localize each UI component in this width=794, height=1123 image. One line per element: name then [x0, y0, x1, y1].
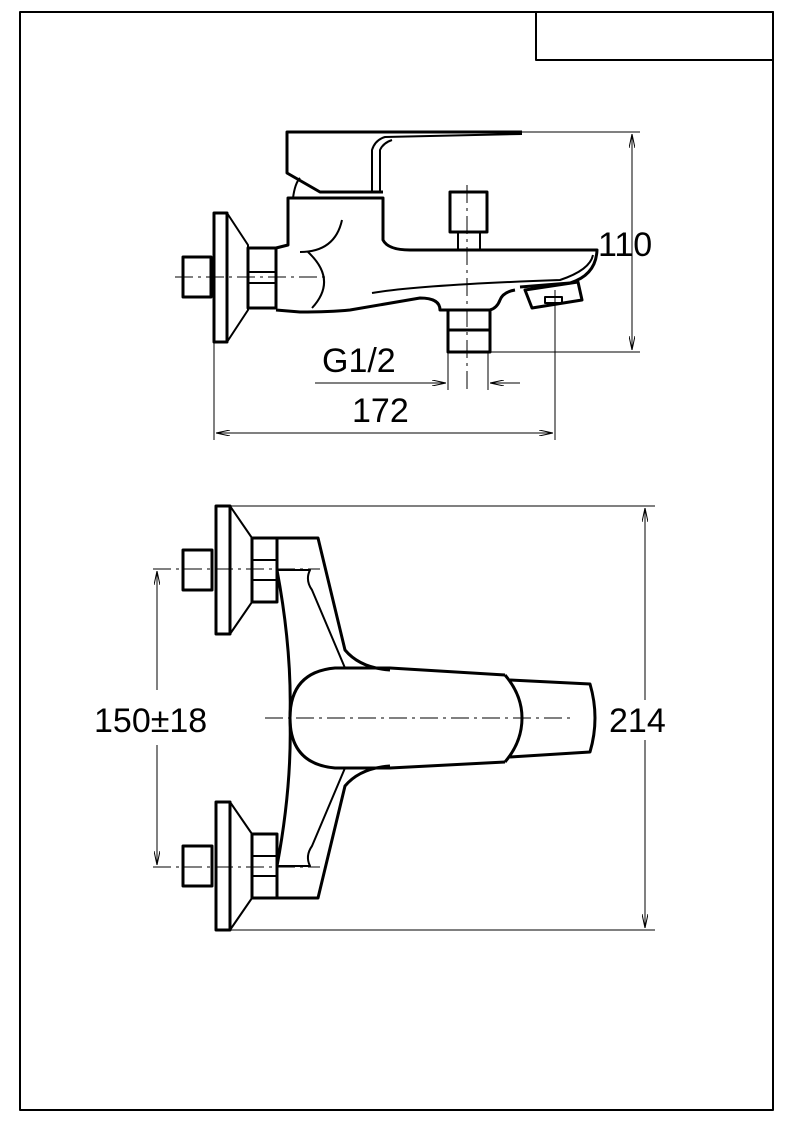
side-aerator	[523, 280, 584, 310]
front-top-arm	[277, 536, 391, 672]
front-top-inlet-nut	[181, 548, 214, 592]
side-connector	[246, 246, 278, 310]
title-block	[535, 11, 774, 61]
front-bottom-connector	[250, 832, 279, 900]
front-bottom-arm	[277, 764, 391, 900]
drawing-border	[19, 11, 774, 1111]
dim-label-172: 172	[352, 392, 409, 430]
front-bottom-inlet-nut	[181, 844, 214, 888]
dim-label-214: 214	[609, 702, 666, 740]
side-diverter-stem	[457, 231, 481, 251]
side-spout-inner	[371, 254, 594, 294]
side-body-bottom-right	[489, 288, 516, 312]
front-top-connector	[250, 536, 279, 604]
front-top-flange	[214, 504, 232, 636]
front-handle-lever	[509, 678, 597, 759]
side-diverter-knob	[448, 190, 489, 234]
side-body-bottom	[275, 296, 448, 314]
dim-label-110: 110	[598, 226, 652, 264]
front-bottom-flange	[214, 800, 232, 932]
side-body-outline	[275, 196, 599, 289]
side-lever	[285, 130, 522, 194]
dim-label-g12: G1/2	[322, 342, 396, 380]
side-view: 110 G1/2 172	[175, 130, 652, 440]
dim-label-150: 150±18	[94, 702, 207, 740]
front-view: 150±18 214	[94, 504, 674, 932]
